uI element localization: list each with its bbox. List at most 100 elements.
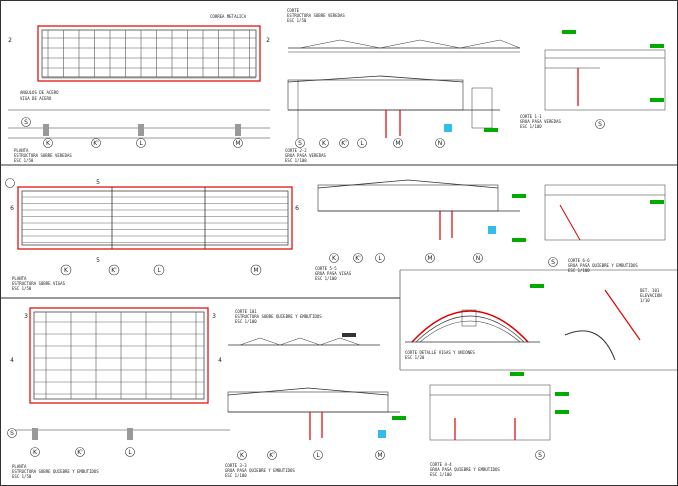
- cut-2-title: CORTE 2-2: [285, 148, 307, 153]
- cut-6: CORTE 101 ESTRUCTURA SOBRE QUIEBRE Y EMB…: [228, 309, 380, 346]
- svg-text:S: S: [538, 452, 542, 459]
- axis-L: L: [139, 140, 143, 147]
- plan-2-subtitle: ESTRUCTURA SOBRE VIGAS: [12, 281, 66, 286]
- plan-2-axis-bubbles: K K' L M: [60, 264, 262, 276]
- svg-text:K: K: [332, 255, 337, 262]
- detail-scale: ESC 1/20: [405, 355, 425, 360]
- plan-1-subtitle: ESTRUCTURA SOBRE VEREDAS: [14, 153, 72, 158]
- cut-4-subtitle: GRUA PASA VIGAS: [315, 271, 352, 276]
- cut-8-subtitle: GRUA PASA QUIEBRE Y EMBUTIDOS: [430, 467, 500, 472]
- svg-text:5: 5: [96, 179, 100, 186]
- cut-3: S CORTE 1-1 GRUA PASA VEREDAS ESC 1/100: [520, 30, 666, 129]
- svg-text:S: S: [551, 259, 555, 266]
- svg-text:L: L: [157, 267, 161, 274]
- axis-S: S: [24, 119, 28, 126]
- svg-text:K: K: [33, 449, 38, 456]
- cut-1-subtitle: ESTRUCTURA SOBRE VEREDAS: [287, 13, 345, 18]
- svg-text:3: 3: [212, 313, 216, 320]
- cut-4-title: CORTE 5-5: [315, 266, 337, 271]
- svg-text:L: L: [316, 452, 320, 459]
- plan-1: 2 2 CORREA METALICA ANGULOS DE ACERO VIG…: [8, 14, 270, 163]
- svg-text:K: K: [322, 140, 327, 147]
- cut-1: CORTE ESTRUCTURA SOBRE VEREDAS ESC 1/50: [287, 8, 521, 53]
- plan-3-beams: [45, 312, 197, 399]
- note-3: VIGA DE ACERO: [20, 96, 52, 101]
- cut-1-scale: ESC 1/50: [287, 18, 307, 23]
- axis-K: K: [46, 140, 51, 147]
- note-2: ANGULOS DE ACERO: [20, 90, 59, 95]
- cut-3-title: CORTE 1-1: [520, 114, 542, 119]
- section-mark-2-left: 2: [8, 37, 12, 44]
- cut-4: K K' L M N CORTE 5-5 GRUA PASA VIGAS ESC…: [315, 179, 526, 281]
- svg-text:K': K': [111, 267, 117, 274]
- svg-text:L: L: [378, 255, 382, 262]
- cut-7-scale: ESC 1/100: [225, 473, 247, 478]
- column-K: [43, 124, 49, 136]
- plan-1-purlins: [42, 37, 256, 79]
- svg-text:L: L: [360, 140, 364, 147]
- cut-8-scale: ESC 1/100: [430, 472, 452, 477]
- cut-7-subtitle: GRUA PASA QUIEBRE Y EMBUTIDOS: [225, 468, 295, 473]
- plan-2-scale: ESC 1/50: [12, 286, 32, 291]
- plan-3-scale: ESC 1/50: [12, 474, 32, 479]
- plan-1-axis-bubbles: S K K' L M: [21, 117, 243, 148]
- svg-text:S: S: [298, 140, 302, 147]
- svg-text:5: 5: [96, 257, 100, 264]
- cut-6-scale: ESC 1/100: [235, 319, 257, 324]
- cut-7-title: CORTE 3-3: [225, 463, 247, 468]
- plan-3-purlins: [34, 321, 204, 395]
- svg-text:M: M: [427, 255, 432, 262]
- svg-text:6: 6: [10, 205, 14, 212]
- note-1: CORREA METALICA: [210, 14, 247, 19]
- detail-101-scale: 1/10: [640, 298, 650, 303]
- detail-title: CORTE DETALLE VIGAS Y UNIONES: [405, 350, 475, 355]
- axis-M: M: [235, 140, 240, 147]
- plan-3-title: PLANTA: [12, 464, 27, 469]
- plan-1-beams: [47, 30, 250, 77]
- column-M: [235, 124, 241, 136]
- section-mark-2-right: 2: [266, 37, 270, 44]
- plan-1-title: PLANTA: [14, 148, 29, 153]
- detail-101-title: DET. 101: [640, 288, 660, 293]
- plan-3: 3 3 4 4 S K K' L PLANTA ESTRUCTURA SOBRE…: [7, 307, 230, 479]
- cut-6-title: CORTE 101: [235, 309, 257, 314]
- svg-text:4: 4: [218, 357, 222, 364]
- cut-2-subtitle: GRUA PASA VEREDAS: [285, 153, 327, 158]
- cut-1-title: CORTE: [287, 8, 300, 13]
- cut-7: K K' L M CORTE 3-3 GRUA PASA QUIEBRE Y E…: [225, 387, 406, 478]
- cut-5-subtitle: GRUA PASA QUIEBRE Y EMBUTIDOS: [568, 263, 638, 268]
- cut-2-cyan-marker: [444, 124, 452, 132]
- svg-text:K: K: [240, 452, 245, 459]
- detail-101-subtitle: ELEVACION: [640, 293, 662, 298]
- svg-text:3: 3: [24, 313, 28, 320]
- svg-text:S: S: [10, 430, 14, 437]
- cut-3-subtitle: GRUA PASA VEREDAS: [520, 119, 562, 124]
- cut-2-axis-bubbles: S K K' L M N: [295, 138, 445, 148]
- cut-2-scale: ESC 1/100: [285, 158, 307, 163]
- cut-5: S CORTE 6-6 GRUA PASA QUIEBRE Y EMBUTIDO…: [544, 184, 666, 273]
- cut-4-axis-bubbles: K K' L M N: [329, 253, 483, 263]
- svg-text:4: 4: [10, 357, 14, 364]
- svg-text:K: K: [64, 267, 69, 274]
- cut-6-subtitle: ESTRUCTURA SOBRE QUIEBRE Y EMBUTIDOS: [235, 314, 322, 319]
- svg-text:M: M: [377, 452, 382, 459]
- detail-arch: CORTE DETALLE VIGAS Y UNIONES ESC 1/20 D…: [405, 284, 662, 361]
- cut-3-scale: ESC 1/100: [520, 124, 542, 129]
- svg-text:M: M: [395, 140, 400, 147]
- svg-text:K': K': [341, 140, 347, 147]
- cut-4-scale: ESC 1/100: [315, 276, 337, 281]
- cut-3-axis: S: [598, 121, 602, 128]
- svg-text:N: N: [476, 255, 481, 262]
- plan-1-red-outline: [37, 25, 261, 82]
- axis-K-prime: K': [93, 140, 99, 147]
- plan-2-purlins: [22, 196, 288, 243]
- plan-3-subtitle: ESTRUCTURA SOBRE QUIEBRE Y EMBUTIDOS: [12, 469, 99, 474]
- svg-text:6: 6: [295, 205, 299, 212]
- cut-2: CORTE 2-2 GRUA PASA VEREDAS ESC 1/100 S …: [285, 75, 500, 163]
- plan-1-scale: ESC 1/50: [14, 158, 34, 163]
- svg-text:N: N: [438, 140, 443, 147]
- plan-2: 5 5 6 6 K K' L M PLANTA ESTRUCTURA SOBRE…: [5, 178, 299, 291]
- svg-text:K': K': [355, 255, 361, 262]
